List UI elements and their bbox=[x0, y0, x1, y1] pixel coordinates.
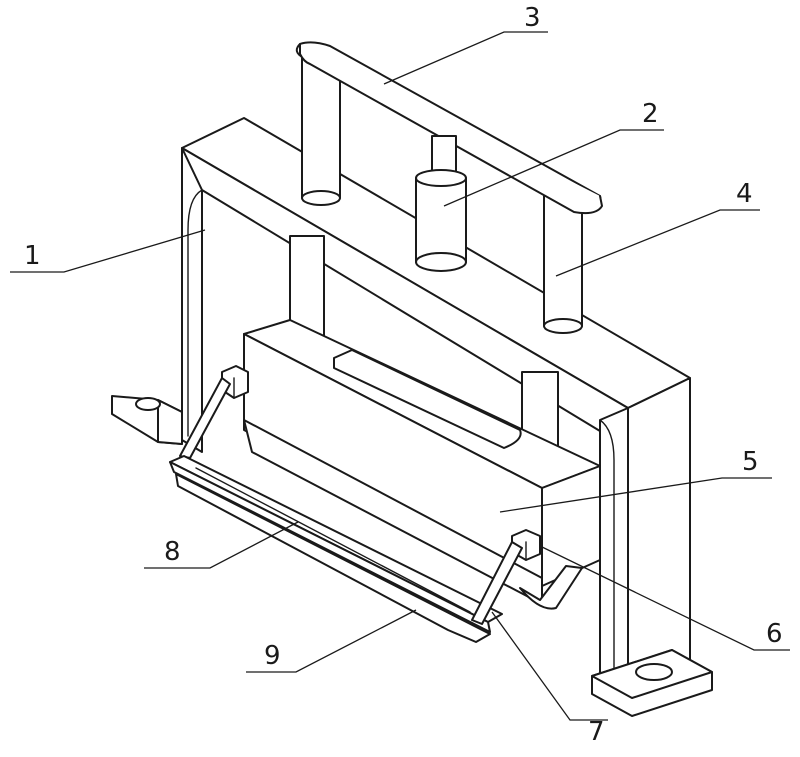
callout-1: 1 bbox=[24, 241, 41, 271]
leader-lines bbox=[10, 31, 790, 721]
tray bbox=[169, 455, 503, 643]
frame-right-leg bbox=[591, 377, 713, 717]
callout-7: 7 bbox=[588, 717, 605, 747]
link-right bbox=[471, 541, 523, 625]
callout-labels: 1 2 3 4 5 6 7 8 9 bbox=[24, 3, 783, 747]
cylinder bbox=[415, 135, 467, 272]
callout-5: 5 bbox=[742, 447, 759, 477]
callout-3: 3 bbox=[524, 3, 541, 33]
callout-4: 4 bbox=[736, 179, 753, 209]
callout-6: 6 bbox=[766, 619, 783, 649]
callout-9: 9 bbox=[264, 641, 281, 671]
callout-2: 2 bbox=[642, 99, 659, 129]
callout-8: 8 bbox=[164, 537, 181, 567]
press-block bbox=[243, 319, 601, 610]
